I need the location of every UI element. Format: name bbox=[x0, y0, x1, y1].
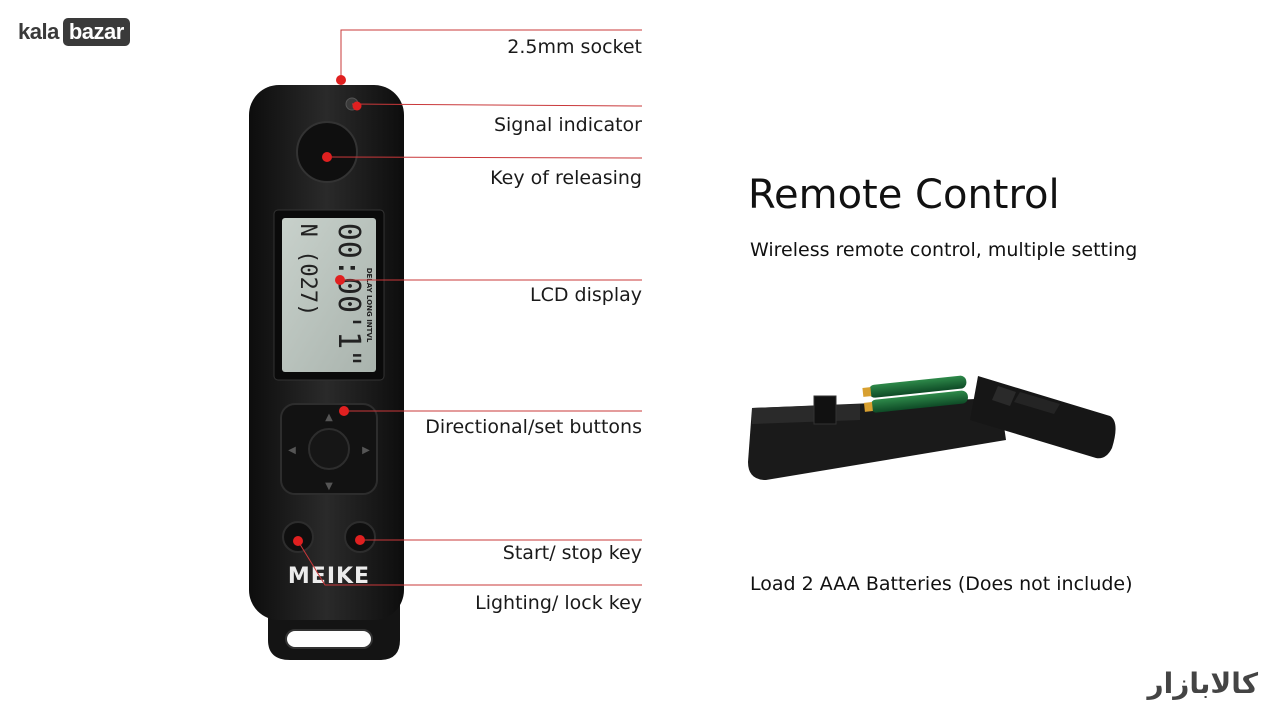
subtitle: Wireless remote control, multiple settin… bbox=[750, 239, 1138, 261]
svg-text:DELAY LONG INTVL: DELAY LONG INTVL bbox=[365, 268, 373, 343]
callout-2-5mm-socket: 2.5mm socket bbox=[507, 36, 642, 58]
kalabazar-logo-persian: کالابازار bbox=[1147, 667, 1258, 700]
page-title: Remote Control bbox=[748, 172, 1060, 218]
svg-text:N (027): N (027) bbox=[295, 224, 320, 317]
battery-note: Load 2 AAA Batteries (Does not include) bbox=[750, 573, 1133, 595]
logo-suffix: bazar bbox=[62, 18, 130, 46]
svg-text:◀: ◀ bbox=[288, 445, 296, 456]
lcd-screen bbox=[282, 218, 376, 372]
callout-lcd-display: LCD display bbox=[530, 284, 642, 306]
svg-text:▼: ▼ bbox=[325, 481, 333, 492]
callout-signal-indicator: Signal indicator bbox=[493, 114, 642, 136]
callout-directional-set-buttons: Directional/set buttons bbox=[425, 416, 642, 438]
set-button bbox=[308, 428, 350, 470]
callout-key-of-releasing: Key of releasing bbox=[490, 167, 642, 189]
callout-dots bbox=[293, 75, 365, 546]
svg-text:▲: ▲ bbox=[325, 412, 333, 423]
callout-lines bbox=[297, 29, 643, 586]
lcd-digits: 00:00'1" N (027) DELAY LONG INTVL bbox=[295, 223, 373, 368]
callout-lighting-lock-key: Lighting/ lock key bbox=[475, 592, 642, 614]
logo-prefix: kala bbox=[18, 19, 59, 44]
svg-text:00:00'1": 00:00'1" bbox=[331, 223, 366, 368]
callout-start-stop-key: Start/ stop key bbox=[502, 542, 642, 564]
battery-compartment-illustration bbox=[748, 375, 1116, 480]
svg-text:▶: ▶ bbox=[362, 445, 370, 456]
kalabazar-logo: kala bazar bbox=[18, 18, 130, 46]
